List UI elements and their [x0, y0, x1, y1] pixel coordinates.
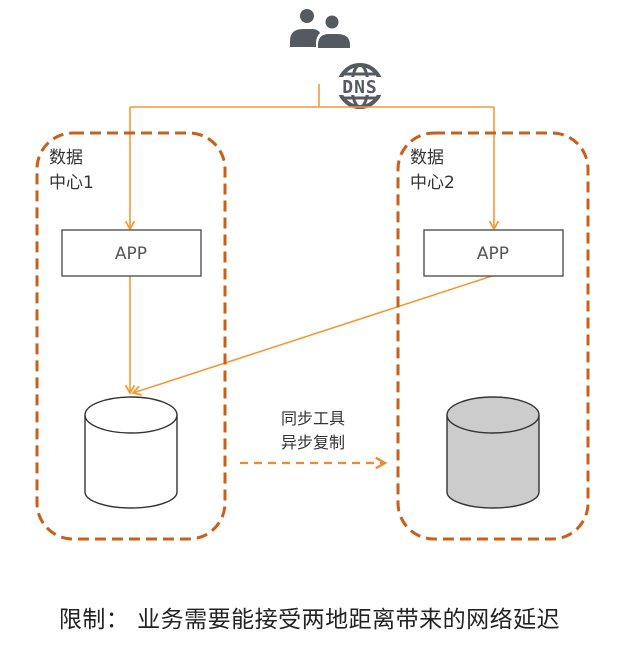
replication-label-line1: 同步工具	[281, 409, 345, 428]
datacenter-1-app-label: APP	[115, 244, 147, 264]
datacenter-1-label-line2: 中心1	[49, 173, 94, 193]
users-icon	[290, 9, 350, 48]
dc2-app-to-dc1-db	[131, 275, 493, 396]
datacenter-2-border	[396, 131, 590, 541]
datacenter-2-app-box	[423, 229, 564, 277]
dns-globe-icon: DNS	[335, 63, 385, 109]
datacenter-1-label-line1: 数据	[49, 148, 83, 168]
datacenter-2-label-line1: 数据	[410, 148, 444, 168]
replication: 同步工具 异步复制	[240, 409, 388, 470]
database-primary-icon	[84, 396, 178, 509]
dns-text: DNS	[342, 77, 378, 98]
replication-label-line2: 异步复制	[281, 433, 345, 452]
datacenter-1: 数据 中心1 APP	[35, 131, 227, 541]
database-replica-icon	[446, 396, 540, 509]
datacenter-2-label-line2: 中心2	[410, 173, 455, 193]
limitation-caption: 限制： 业务需要能接受两地距离带来的网络延迟	[58, 607, 561, 633]
datacenter-1-app-box	[61, 229, 202, 277]
dns-routing-lines	[124, 84, 500, 396]
datacenter-1-border	[35, 131, 227, 541]
datacenter-2-app-label: APP	[477, 244, 509, 264]
datacenter-2: 数据 中心2 APP	[396, 131, 590, 541]
